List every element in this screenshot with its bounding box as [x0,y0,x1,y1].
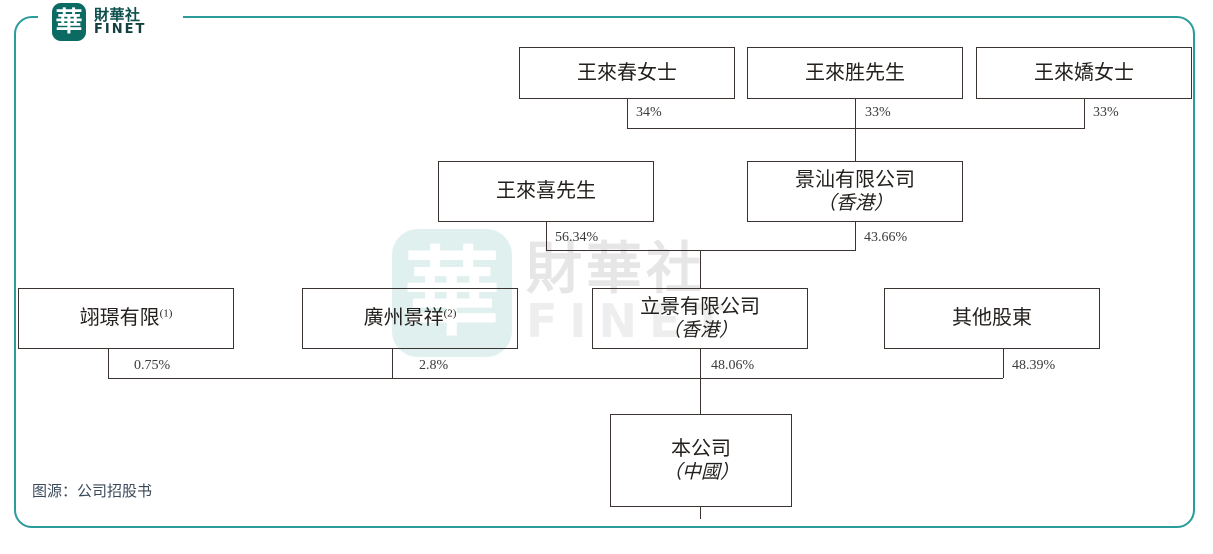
node-other-shareholders: 其他股東 [884,288,1100,349]
finet-logo: 華 財華社 FINET [52,2,146,42]
edge-label-33-a: 33% [865,105,891,120]
edge-wang-laixi-drop [546,222,547,250]
finet-logo-name-cn: 財華社 [94,5,141,24]
edge-label-0-75: 0.75% [134,358,171,373]
node-guangzhou-jingxiang: 廣州景祥(2) [302,288,518,349]
node-wang-laisheng: 王來胜先生 [747,47,963,99]
node-sublabel: （香港） [816,193,893,215]
edge-row1-to-jingshan [855,128,856,161]
finet-logo-name-en: FINET [94,22,147,38]
edge-wang-laijiao-drop [1084,99,1085,128]
node-label: 翊璟有限(1) [79,307,173,330]
edge-jingshan-drop [855,222,856,250]
edge-other-shareholders-drop [1003,349,1004,378]
edge-row1-bus [627,128,1085,129]
edge-label-2-8: 2.8% [419,358,449,373]
node-sublabel: （中國） [662,462,739,484]
edge-wang-laisheng-drop [855,99,856,128]
source-caption: 图源：公司招股书 [32,482,153,500]
node-label: 王來春女士 [577,61,677,84]
edge-label-48-06: 48.06% [711,358,755,373]
edge-label-34: 34% [636,105,662,120]
node-label: 王來胜先生 [805,61,905,84]
node-yijing: 翊璟有限(1) [18,288,234,349]
edge-guangzhou-jingxiang-drop [392,349,393,378]
finet-logo-mark: 華 [52,3,86,41]
edge-label-33-b: 33% [1093,105,1119,120]
edge-row3-bus [108,378,1003,379]
node-label: 本公司 [671,437,731,460]
node-wang-laixi: 王來喜先生 [438,161,654,222]
edge-company-tail [700,507,701,519]
node-label: 景汕有限公司 [795,168,915,191]
node-sublabel: （香港） [661,320,738,342]
node-wang-laichun: 王來春女士 [519,47,735,99]
edge-label-56-34: 56.34% [555,230,599,245]
edge-label-43-66: 43.66% [864,230,908,245]
node-label: 廣州景祥(2) [363,307,457,330]
node-label: 其他股東 [952,307,1032,330]
edge-row2-bus [546,250,856,251]
edge-row2-to-lijing [700,250,701,288]
node-wang-laijiao: 王來嬌女士 [976,47,1192,99]
edge-label-48-39: 48.39% [1012,358,1056,373]
node-company: 本公司 （中國） [610,414,792,507]
edge-lijing-drop [700,349,701,378]
edge-wang-laichun-drop [627,99,628,128]
node-label: 王來嬌女士 [1034,61,1134,84]
edge-yijing-drop [108,349,109,378]
node-footnote-marker: (2) [443,307,457,320]
edge-row3-to-company [700,378,701,414]
node-jingshan: 景汕有限公司 （香港） [747,161,963,222]
node-lijing: 立景有限公司 （香港） [592,288,808,349]
node-label: 王來喜先生 [496,180,596,203]
node-footnote-marker: (1) [159,307,173,320]
finet-logo-text: 財華社 FINET [94,5,147,38]
node-label: 立景有限公司 [640,295,760,318]
